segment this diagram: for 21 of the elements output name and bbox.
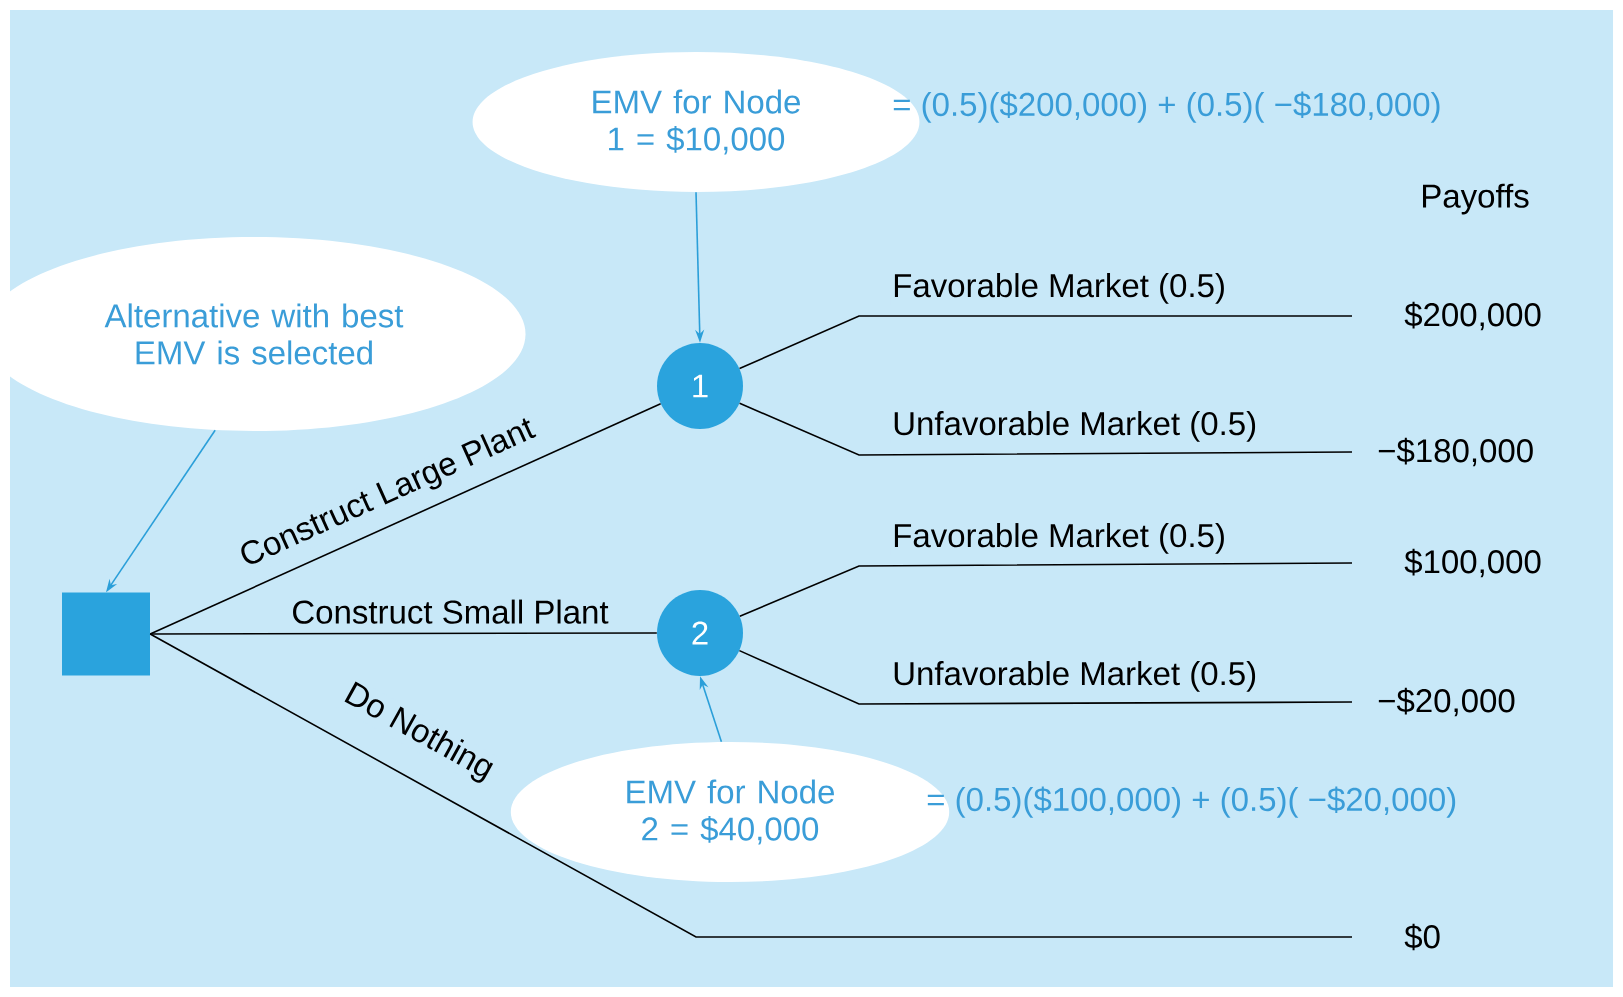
branch-label: Construct Small Plant: [289, 597, 611, 626]
branch-label: Favorable Market (0.5): [890, 521, 1228, 556]
payoff-value: $200,000: [1404, 301, 1541, 331]
branch-line: [149, 402, 662, 635]
payoff-value: $100,000: [1404, 548, 1541, 578]
branch-line: [739, 562, 1353, 618]
branch-line: [738, 402, 1353, 456]
payoff-value: −$20,000: [1378, 687, 1515, 717]
payoff-value: $0: [1404, 923, 1440, 951]
branch-label: Unfavorable Market (0.5): [890, 659, 1260, 694]
branch-line: [149, 632, 658, 635]
decision-square: [62, 592, 150, 676]
branch-line: [149, 633, 1353, 938]
column-heading: Payoffs: [1423, 183, 1529, 215]
formula-text: = (0.5)($100,000) + (0.5)( −$20,000): [927, 786, 1456, 818]
branch-line: [738, 649, 1353, 705]
payoff-value: −$180,000: [1378, 437, 1533, 467]
branch-label: Favorable Market (0.5): [890, 271, 1228, 306]
branch-label: Unfavorable Market (0.5): [890, 409, 1260, 444]
branch-line: [738, 315, 1353, 370]
formula-text: = (0.5)($200,000) + (0.5)( −$180,000): [893, 91, 1440, 123]
